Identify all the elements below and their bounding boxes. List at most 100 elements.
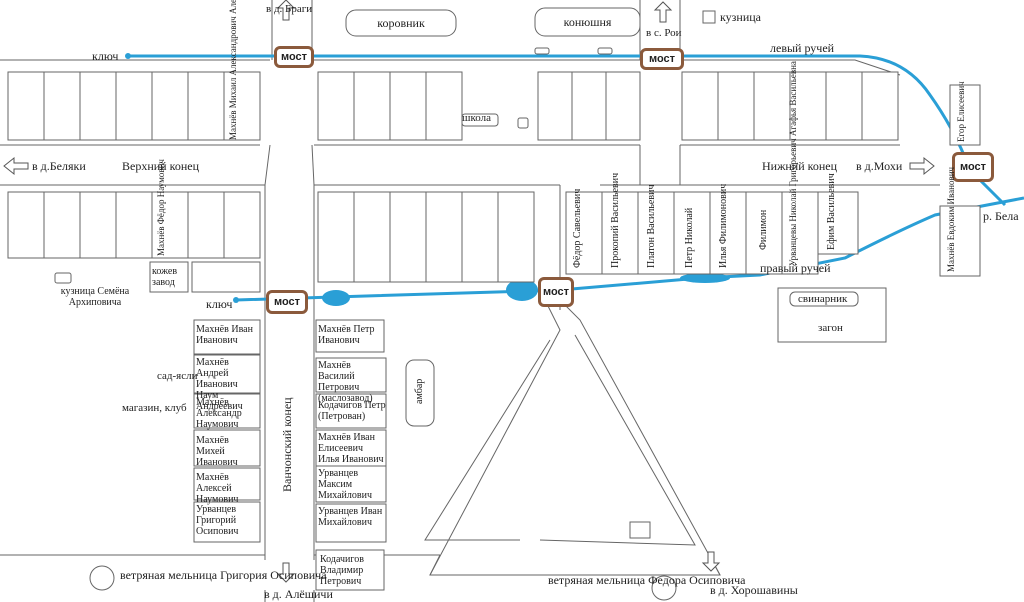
house-left-2: Махнёв Андрей Иванович Наум Андреевич (196, 357, 243, 412)
owner-evdokim: Махнёв Евдоким Иванович (946, 166, 956, 272)
house-plot (315, 549, 385, 591)
house-plot (389, 191, 427, 283)
pond (322, 290, 350, 306)
owner-fyodor-naumovich: Махнёв Фёдор Наумович (156, 159, 166, 256)
bridge-4: мост (266, 290, 308, 314)
windmill-fyodor-label: ветряная мельница Федора Осиповича (548, 573, 746, 587)
house-plot (193, 393, 261, 429)
house-plot (537, 71, 573, 141)
house-plot (43, 71, 81, 141)
house-plot (315, 319, 385, 353)
owner-pyotr-nikolay: Петр Николай (684, 207, 695, 268)
triangle-road (424, 334, 696, 546)
direction-khoroshaviny: в д. Хорошавины (710, 583, 798, 597)
small-building (517, 117, 529, 129)
bridge-1: мост (274, 46, 314, 68)
spring-dot (125, 53, 131, 59)
house-right-1: Махнёв Петр Иванович (318, 324, 375, 346)
owner-efim: Ефим Васильевич (826, 173, 837, 250)
windmill-grigory-label: ветряная мельница Григория Осиповича (120, 568, 327, 582)
vanchonsky-road (264, 185, 315, 560)
upper-end-label: Верхний конец (122, 159, 199, 173)
arrow-left-icon (3, 156, 29, 176)
pond (506, 279, 538, 301)
stable-label: конюшня (563, 15, 612, 29)
smithy-label: кузница (720, 10, 761, 24)
house-plot (115, 191, 153, 259)
arrow-up-icon (653, 1, 673, 23)
school-shape (461, 113, 499, 127)
vanchonsky-end-label: Ванчонский конец (280, 397, 294, 492)
house-plot (223, 71, 261, 141)
house-plot (315, 503, 387, 543)
arrow-down-icon (701, 551, 721, 572)
owner-filimon: Филимон (758, 209, 769, 250)
house-plot (115, 71, 153, 141)
road-edge (639, 0, 681, 185)
kindergarten-label: сад-ясли (157, 370, 198, 382)
pond (680, 273, 730, 283)
arrow-down-icon (276, 562, 296, 583)
left-stream-label: левый ручей (770, 41, 835, 55)
house-plot (571, 71, 607, 141)
direction-mokhi: в д.Мохи (856, 159, 903, 173)
house-plot (7, 71, 45, 141)
house-plot (717, 71, 755, 141)
cowshed-label: коровник (377, 16, 425, 30)
barn-label: амбар (414, 378, 425, 404)
house-plot (861, 71, 899, 141)
house-plot (151, 71, 189, 141)
house-plot (939, 205, 981, 277)
house-plot (79, 191, 117, 259)
house-plot (789, 71, 827, 141)
pigsty-plot (789, 291, 859, 307)
house-plot (681, 71, 719, 141)
house-right-3: Кодачигов Петр (Петрован) (318, 400, 386, 422)
house-plot (317, 71, 355, 141)
small-building (534, 47, 550, 55)
owner-prokopy: Прокопий Васильевич (610, 172, 621, 268)
house-plot (601, 191, 639, 275)
house-right-4: Махнёв Иван Елисеевич Илья Иванович (318, 432, 384, 465)
house-plot (7, 191, 45, 259)
bridge-3: мост (952, 152, 994, 182)
windmill-fyodor-shape (651, 575, 677, 601)
house-plot (425, 71, 463, 141)
road-edge (0, 59, 901, 76)
house-plot (223, 191, 261, 259)
house-right-6: Урванцев Иван Михайлович (318, 506, 383, 528)
arrow-right-icon (909, 156, 935, 176)
small-building (597, 47, 613, 55)
house-left-6: Урванцев Григорий Осипович (196, 504, 239, 537)
small-building (629, 521, 651, 539)
house-right-2: Махнёв Василий Петрович (маслозавод) (318, 360, 373, 404)
house-plot (497, 191, 535, 283)
house-plot (353, 191, 391, 283)
house-plot (79, 71, 117, 141)
house-plot (817, 191, 859, 255)
house-plot (389, 71, 427, 141)
smithy-shape (702, 10, 716, 24)
stable-shape (534, 7, 641, 37)
shop-club-label: магазин, клуб (122, 402, 187, 414)
spring-label-bottom: ключ (206, 297, 233, 311)
house-plot (673, 191, 711, 275)
road-edge (264, 0, 315, 186)
windmill-grigory-shape (89, 565, 115, 591)
house-plot (315, 465, 387, 503)
house-left-4: Махнёв Михей Иванович (196, 435, 238, 468)
left-stream-line (128, 54, 1007, 207)
house-plot (315, 393, 387, 429)
smithy-semyon-label: кузница Семёна Архиповича (60, 286, 130, 308)
bridge-2: мост (640, 48, 684, 70)
house-plot (745, 191, 783, 275)
owner-fyodor-savelevich: Фёдор Савельевич (572, 188, 583, 268)
house-plot (315, 357, 387, 393)
house-plot (353, 71, 391, 141)
house-plot (193, 467, 261, 501)
house-plot (461, 191, 499, 283)
house-plot (43, 191, 81, 259)
barn-plot (405, 359, 435, 427)
house-left-5: Махнёв Алексей Наумович (196, 472, 239, 505)
